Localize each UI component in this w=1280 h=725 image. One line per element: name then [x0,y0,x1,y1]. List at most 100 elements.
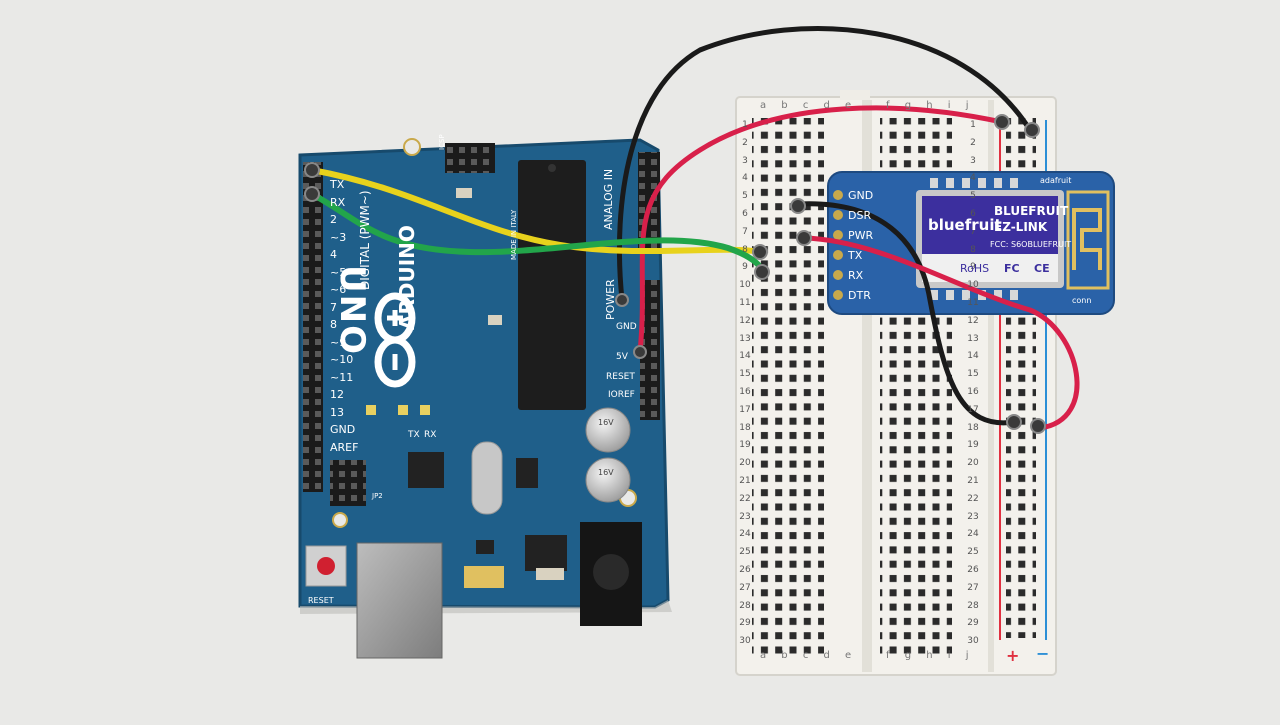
power-header [640,280,660,420]
digital-pin-label: AREF [330,440,359,454]
arduino-board [298,138,672,659]
ioref-label: IOREF [608,390,635,400]
row-number-left: 14 [739,351,751,362]
row-number: 7 [970,226,976,237]
cap1-voltage: 16V [598,418,614,427]
row-number: 19 [967,440,979,451]
row-number: 6 [970,209,976,219]
row-number: 23 [967,511,979,522]
bluefruit-rohs: RoHS [960,262,990,275]
icsp-label: ICSP [438,134,446,150]
wire-red-top [637,105,1005,355]
row-number: 12 [967,315,979,326]
row-number: 26 [967,565,979,575]
row-number-left: 29 [739,618,751,629]
digital-pin-label: 7 [330,300,337,314]
cap2-voltage: 16V [598,468,614,477]
row-number-left: 26 [739,565,751,575]
row-number: 16 [967,387,979,397]
row-number-left: 17 [739,404,751,415]
bb-cols-right-bottom: f g h i j [886,650,975,661]
module-label [922,196,1058,254]
row-number-left: 20 [739,458,751,469]
row-number-left: 13 [739,333,751,344]
arduino-brand-text: ARDUINO [395,225,419,330]
bluefruit-pin-label: DTR [848,289,871,302]
row-number: 11 [967,298,979,308]
crystal [471,441,503,515]
analog-label: ANALOG IN [602,168,615,230]
digital-pin-label: ~11 [330,370,354,384]
bluefruit-title-1: BLUEFRUIT [994,204,1069,218]
row-number-left: 16 [739,387,751,397]
bluefruit-pin-label: TX [848,249,863,262]
row-number-left: 6 [742,209,748,219]
row-number-left: 30 [739,636,751,647]
row-number: 13 [967,333,979,344]
row-number-left: 3 [742,155,748,166]
row-number-left: 5 [742,191,748,202]
row-number-left: 2 [742,137,748,148]
row-number-left: 25 [739,547,751,558]
row-number-left: 10 [739,280,751,291]
digital-pin-label: 4 [330,248,337,261]
digital-pin-label: GND [330,423,356,436]
row-number-left: 21 [739,476,751,486]
row-number: 25 [967,547,979,558]
row-number: 22 [967,493,979,504]
row-number: 4 [970,173,976,184]
bb-cols-left-top: a b c d e [760,100,858,111]
bluefruit-pin-label: RX [848,269,864,282]
arduino-logo [374,292,416,388]
bb-cols-left-bottom: a b c d e [760,650,858,661]
row-number-left: 24 [739,529,751,540]
row-number: 20 [967,458,979,469]
row-number-left: 23 [739,511,751,522]
row-number-left: 9 [742,262,748,273]
reset-label: RESET [308,596,334,605]
digital-label: DIGITAL (PWM~) [358,190,372,290]
row-number: 17 [967,404,979,415]
bb-cols-right-top: f g h i j [886,100,975,111]
row-number-left: 8 [742,244,748,255]
row-number: 28 [967,600,979,611]
rail-plus-sign: + [1006,646,1020,665]
wires [309,26,1080,431]
wire-black-top [616,26,1033,303]
digital-pin-label: 8 [330,318,337,331]
bluefruit-conn: conn [1072,296,1092,305]
row-number-left: 1 [742,120,748,130]
digital-pin-label: 2 [330,213,337,226]
usb-jack [356,542,443,659]
digital-header [303,162,323,492]
rail-minus-sign: − [1036,644,1050,663]
digital-pin-label: ~9 [330,335,347,349]
power-label: POWER [604,279,617,320]
row-number: 9 [970,262,976,273]
digital-pin-label: TX [330,178,345,191]
row-number: 8 [970,244,976,255]
pin-gnd-label: GND [616,322,637,332]
row-number-left: 28 [739,600,751,611]
row-number-left: 19 [739,440,751,451]
bluefruit-pin-label: DSR [848,209,872,222]
capacitor-2 [585,457,631,503]
bluefruit-fcc: FCC: S6OBLUEFRUIT [990,240,1072,249]
digital-pin-label: ~10 [330,353,354,366]
row-number: 30 [967,636,979,647]
row-number: 3 [970,155,976,166]
icsp-header [330,460,366,506]
row-number: 21 [967,476,979,486]
row-number: 18 [967,422,979,433]
row-number: 24 [967,529,979,540]
row-number: 15 [967,369,979,380]
bluefruit-brand-text: bluefruit [928,216,1002,234]
wire-green [309,191,765,273]
row-number-left: 18 [739,422,751,433]
wire-red-module [801,235,1080,431]
capacitor-1 [585,407,631,453]
rx-led-label: RX [424,430,437,440]
made-in-label: MADE IN ITALY [510,209,518,260]
